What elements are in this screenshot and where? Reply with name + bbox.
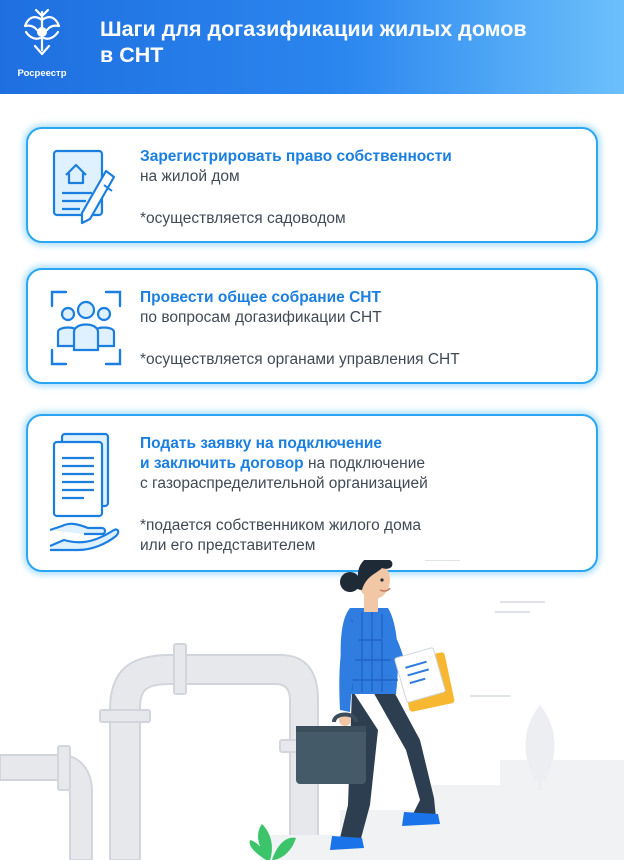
step-title-1: Зарегистрировать право собственности [140, 148, 452, 165]
group-people-icon [48, 288, 124, 373]
step-title-3b: и заключить договор на подключение [140, 454, 428, 474]
step-card-meeting: Провести общее собрание СНТ по вопросам … [26, 268, 598, 384]
rosreestr-logo: Росреестр [10, 6, 74, 86]
page-title: Шаги для догазификации жилых домов в СНТ [100, 16, 600, 68]
step-subtitle-2: по вопросам догазификации СНТ [140, 309, 382, 326]
logo-text: Росреестр [17, 68, 67, 79]
step-card-register: Зарегистрировать право собственности на … [26, 127, 598, 243]
documents-hand-icon [48, 430, 124, 557]
step-card-application: Подать заявку на подключение и заключить… [26, 414, 598, 572]
step-subtitle-3: с газораспределительной организацией [140, 475, 428, 492]
title-line-1: Шаги для догазификации жилых домов [100, 17, 527, 41]
title-line-2: в СНТ [100, 43, 164, 67]
step-text-2: Провести общее собрание СНТ по вопросам … [140, 288, 460, 370]
step-title-3b-rest: на подключение [303, 455, 425, 472]
step-note-1: *осуществляется садоводом [140, 210, 346, 227]
step-note-3a: *подается собственником жилого дома [140, 517, 421, 534]
step-title-3b-bold: и заключить договор [140, 455, 304, 472]
step-note-2: *осуществляется органами управления СНТ [140, 351, 460, 368]
step-text-3: Подать заявку на подключение и заключить… [140, 434, 428, 556]
step-note-3b: или его представителем [140, 537, 316, 554]
step-title-2: Провести общее собрание СНТ [140, 289, 381, 306]
document-pencil-icon [48, 145, 120, 234]
step-subtitle-1: на жилой дом [140, 168, 240, 185]
step-text-1: Зарегистрировать право собственности на … [140, 147, 452, 229]
gas-pipe-illustration [0, 560, 624, 860]
header-banner: Росреестр Шаги для догазификации жилых д… [0, 0, 624, 94]
emblem-icon [23, 8, 61, 56]
step-title-3a: Подать заявку на подключение [140, 435, 382, 452]
